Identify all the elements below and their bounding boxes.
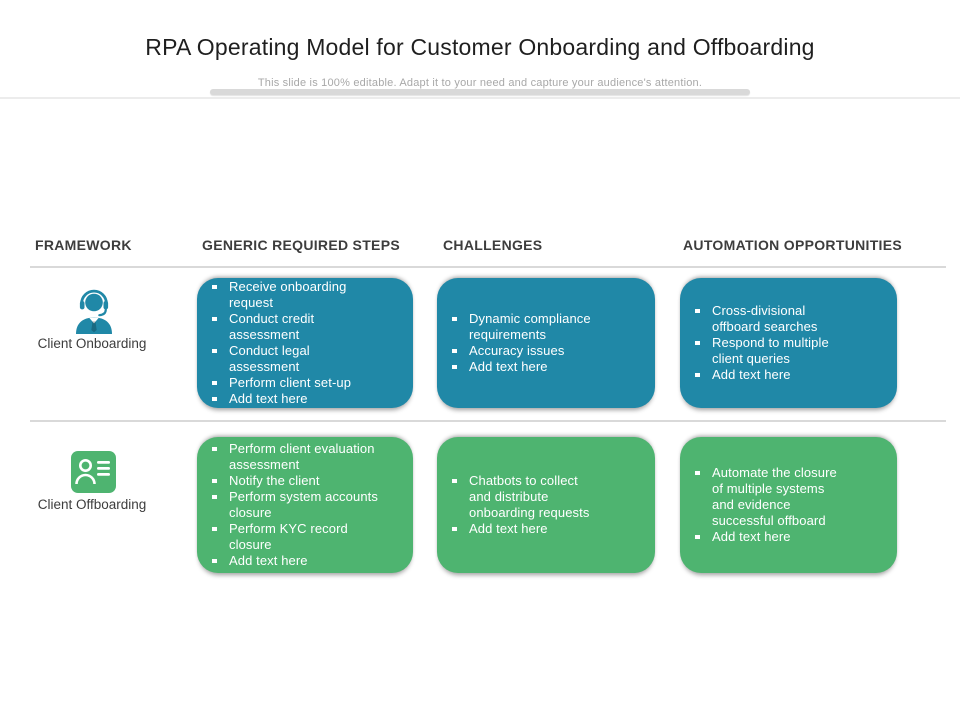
bullet-item: Perform client set-up (211, 375, 383, 391)
bullet-item: Accuracy issues (451, 343, 599, 359)
column-header-challenges: CHALLENGES (443, 237, 543, 253)
bullet-item: Add text here (694, 529, 847, 545)
column-header-framework: FRAMEWORK (35, 237, 132, 253)
page-title: RPA Operating Model for Customer Onboard… (145, 34, 815, 60)
bullet-item: Perform system accounts closure (211, 489, 383, 521)
column-header-generic-required-steps: GENERIC REQUIRED STEPS (202, 237, 400, 253)
bullet-item: Receive onboarding request (211, 279, 383, 311)
challenges-box-offboarding: Chatbots to collect and distribute onboa… (437, 437, 655, 573)
framework-label-onboarding: Client Onboarding (37, 336, 147, 351)
bullet-item: Cross-divisional offboard searches (694, 303, 847, 335)
support-agent-icon (76, 289, 112, 334)
bullet-item: Dynamic compliance requirements (451, 311, 599, 343)
table-divider-top (30, 266, 946, 268)
bullet-item: Notify the client (211, 473, 383, 489)
column-header-automation-opportunities: AUTOMATION OPPORTUNITIES (683, 237, 903, 253)
table-divider-middle (30, 420, 946, 422)
bullet-item: Respond to multiple client queries (694, 335, 847, 367)
bullet-item: Add text here (451, 359, 599, 375)
slide-subtitle: This slide is 100% editable. Adapt it to… (257, 77, 703, 89)
subtitle-underline-bar (210, 89, 750, 95)
challenges-list-offboarding: Chatbots to collect and distribute onboa… (437, 437, 655, 573)
bullet-item: Chatbots to collect and distribute onboa… (451, 473, 599, 521)
opportunities-box-offboarding: Automate the closure of multiple systems… (680, 437, 897, 573)
bullet-item: Automate the closure of multiple systems… (694, 465, 847, 529)
bullet-item: Perform KYC record closure (211, 521, 383, 553)
bullet-item: Add text here (451, 521, 599, 537)
bullet-item: Conduct credit assessment (211, 311, 383, 343)
header-divider-line (0, 97, 960, 99)
bullet-item: Add text here (694, 367, 847, 383)
bullet-item: Perform client evaluation assessment (211, 441, 383, 473)
contact-card-icon (71, 451, 116, 493)
bullet-item: Add text here (211, 553, 383, 569)
bullet-item: Add text here (211, 391, 383, 407)
bullet-item: Conduct legal assessment (211, 343, 383, 375)
opportunities-list-offboarding: Automate the closure of multiple systems… (680, 437, 897, 573)
framework-label-offboarding: Client Offboarding (37, 497, 147, 512)
